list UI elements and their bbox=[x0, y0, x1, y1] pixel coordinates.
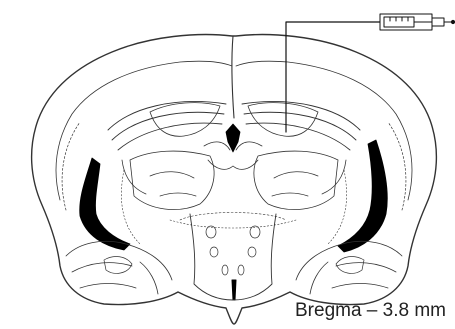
midline-fissure bbox=[232, 36, 234, 118]
callosum-left bbox=[108, 102, 226, 150]
injection-needle-line bbox=[286, 22, 380, 132]
brainstem-nuclei bbox=[206, 226, 260, 275]
syringe-icon bbox=[380, 14, 455, 30]
hippocampus-left bbox=[122, 103, 220, 194]
callosum-right bbox=[242, 102, 360, 150]
lateral-ventricle-left bbox=[80, 158, 130, 250]
bregma-caption: Bregma – 3.8 mm bbox=[295, 300, 446, 322]
hippocampus-right bbox=[248, 103, 346, 194]
aqueduct bbox=[232, 280, 236, 300]
thalamus-right bbox=[254, 151, 338, 209]
pontine-lines bbox=[180, 213, 286, 221]
lateral-ventricle-right bbox=[338, 140, 387, 252]
thalamus-left bbox=[130, 151, 214, 209]
